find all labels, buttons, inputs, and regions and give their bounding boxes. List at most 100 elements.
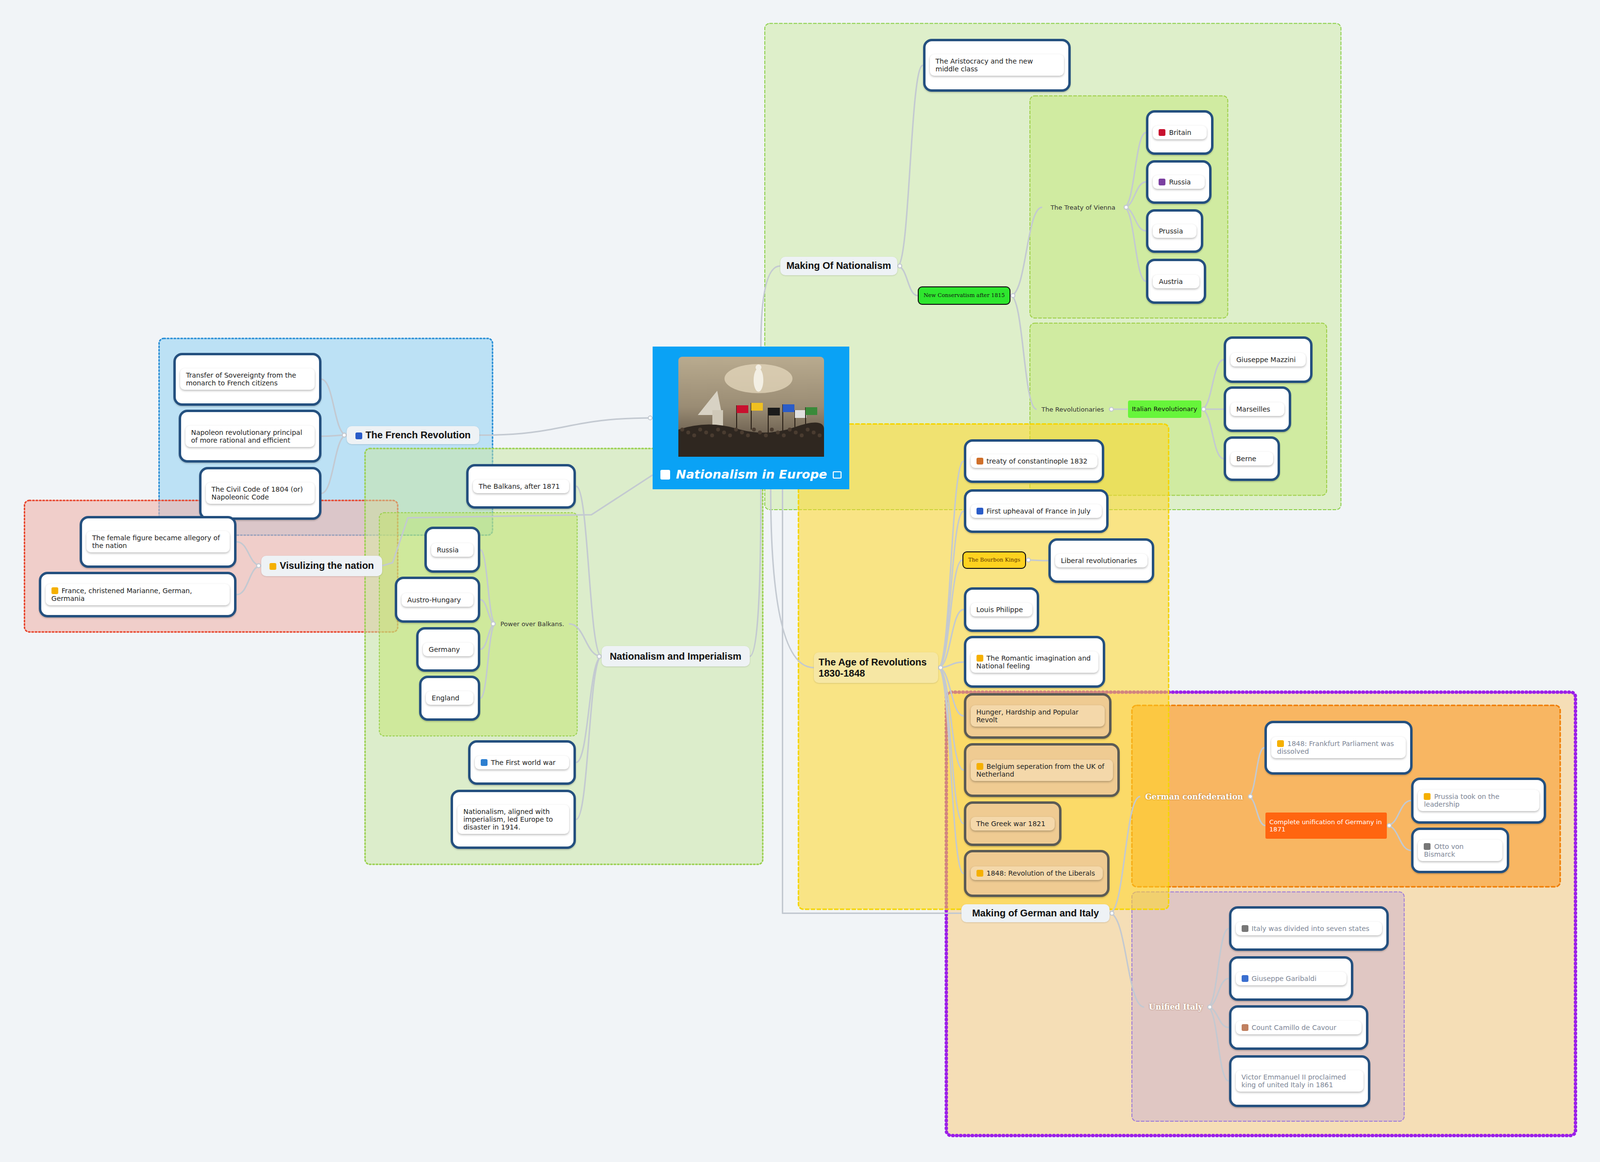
text-wrap: Louis Philippe (970, 603, 1033, 617)
branch-dot (1207, 1005, 1212, 1010)
node-text: Hunger, Hardship and Popular Revolt (976, 708, 1079, 725)
topic-icon (480, 759, 488, 767)
node-text: Unified Italy (1148, 1002, 1203, 1012)
text-wrap: Austro-Hungary (401, 593, 474, 607)
branch-dot (597, 654, 602, 659)
text-wrap: Transfer of Sovereignty from the monarch… (180, 368, 315, 390)
branch-connector (938, 668, 964, 771)
branch-dot (342, 433, 347, 438)
node-text: The First world war (490, 758, 556, 767)
branch-dot (491, 622, 496, 626)
node-text: Nationalism in Europe (675, 467, 827, 482)
topic-icon (355, 432, 363, 440)
text-wrap: 1848: Revolution of the Liberals (970, 866, 1103, 881)
node-text: Giuseppe Mazzini (1236, 355, 1296, 364)
topic-icon (976, 507, 984, 515)
branch-dot (1248, 794, 1253, 799)
topic-icon (1241, 975, 1249, 983)
branch-connector (480, 550, 496, 625)
text-wrap: The female figure became allegory of the… (86, 531, 230, 553)
node-text: Prussia took on the leadership (1423, 792, 1499, 809)
boundary-region (1029, 95, 1228, 319)
branch-connector (480, 623, 496, 699)
node-text: The female figure became allegory of the… (92, 534, 220, 550)
node-text: The Age of Revolutions 1830-1848 (818, 656, 927, 679)
branch-dot (938, 666, 943, 671)
branch-connector (236, 566, 261, 596)
text-wrap: Victor Emmanuel II proclaimed king of un… (1235, 1070, 1365, 1093)
node-text: Giuseppe Garibaldi (1251, 975, 1317, 983)
branch-connector (1123, 207, 1146, 282)
node-text: Austria (1158, 277, 1183, 286)
text-wrap: England (425, 691, 474, 706)
branch-dot (938, 666, 943, 671)
subtopic-box: Prussia took on the leadership (1411, 777, 1546, 825)
subtopic-box: Russia (424, 526, 481, 573)
text-wrap: Nationalism and Imperialism (607, 651, 744, 663)
topic-icon (976, 655, 984, 662)
branch-dot (1124, 205, 1129, 210)
node-text: France, christened Marianne, German, Ger… (51, 587, 193, 603)
subtopic-box: Italy was divided into seven states (1229, 906, 1390, 952)
branch-connector (1386, 825, 1412, 851)
node-text: Belgium seperation from the UK of Nether… (976, 762, 1105, 779)
main-topic: Nationalism and Imperialism (601, 646, 750, 667)
node-text: Italy was divided into seven states (1251, 925, 1370, 933)
text-wrap: The Treaty of Vienna (1044, 203, 1121, 212)
node-text: Making Of Nationalism (786, 260, 892, 271)
node-text: Napoleon revolutionary principal of more… (191, 428, 303, 445)
group-label: Unified Italy (1144, 998, 1208, 1017)
subtopic-box: The Aristocracy and the new middle class (923, 38, 1072, 92)
branch-dot (938, 666, 943, 671)
node-text: German confederation (1145, 792, 1244, 802)
branch-dot (938, 666, 943, 671)
subtopic-box: The Civil Code of 1804 (or) Napoleonic C… (199, 467, 322, 521)
branch-connector (236, 541, 261, 566)
text-wrap: Nationalism, aligned with imperialism, l… (457, 805, 570, 835)
subtopic-box: First upheaval of France in July (963, 489, 1109, 534)
node-text: The Treaty of Vienna (1050, 203, 1116, 212)
text-wrap: Germany (422, 642, 474, 657)
branch-connector (749, 489, 761, 657)
branch-dot (1124, 205, 1129, 210)
branch-dot (1207, 1005, 1212, 1010)
branch-dot (1387, 824, 1392, 828)
floating-label: The Treaty of Vienna (1042, 199, 1124, 216)
node-text: Nationalism and Imperialism (609, 651, 742, 662)
node-text: Germany (428, 645, 460, 654)
branch-dot (342, 433, 347, 438)
branch-connector (1207, 978, 1229, 1008)
node-text: Russia (437, 546, 459, 555)
text-wrap: Austria (1152, 274, 1200, 289)
branch-dot (256, 564, 261, 569)
node-text: Making of German and Italy (972, 908, 1099, 919)
text-wrap: Count Camillo de Cavour (1235, 1021, 1363, 1035)
branch-dot (1010, 293, 1015, 298)
branch-connector (897, 266, 918, 296)
branch-connector (321, 435, 348, 494)
branch-dot (491, 622, 496, 626)
topic-icon (1277, 740, 1284, 748)
branch-dot (1201, 407, 1206, 412)
subtopic-box: Belgium seperation from the UK of Nether… (963, 743, 1120, 798)
branch-connector (1109, 913, 1145, 1008)
branch-connector (782, 489, 962, 914)
branch-dot (1207, 1005, 1212, 1010)
branch-dot (1207, 1005, 1212, 1010)
topic-icon (976, 763, 984, 771)
boundary-region (946, 692, 1576, 1136)
branch-connector (760, 266, 781, 347)
node-text: The Greek war 1821 (976, 820, 1046, 828)
branch-dot (491, 622, 496, 626)
topic-icon (1423, 793, 1431, 801)
branch-dot (1010, 293, 1015, 298)
branch-dot (1026, 558, 1031, 563)
branch-dot (1110, 911, 1114, 916)
branch-connector (938, 668, 964, 875)
node-text: The Balkans, after 1871 (478, 482, 560, 491)
text-wrap: The Civil Code of 1804 (or) Napoleonic C… (205, 482, 315, 505)
text-wrap: The Balkans, after 1871 (472, 479, 570, 494)
subtopic-box: Louis Philippe (963, 587, 1040, 633)
main-topic: Making Of Nationalism (780, 256, 898, 276)
subtopic-box: The Greek war 1821 (963, 801, 1062, 847)
